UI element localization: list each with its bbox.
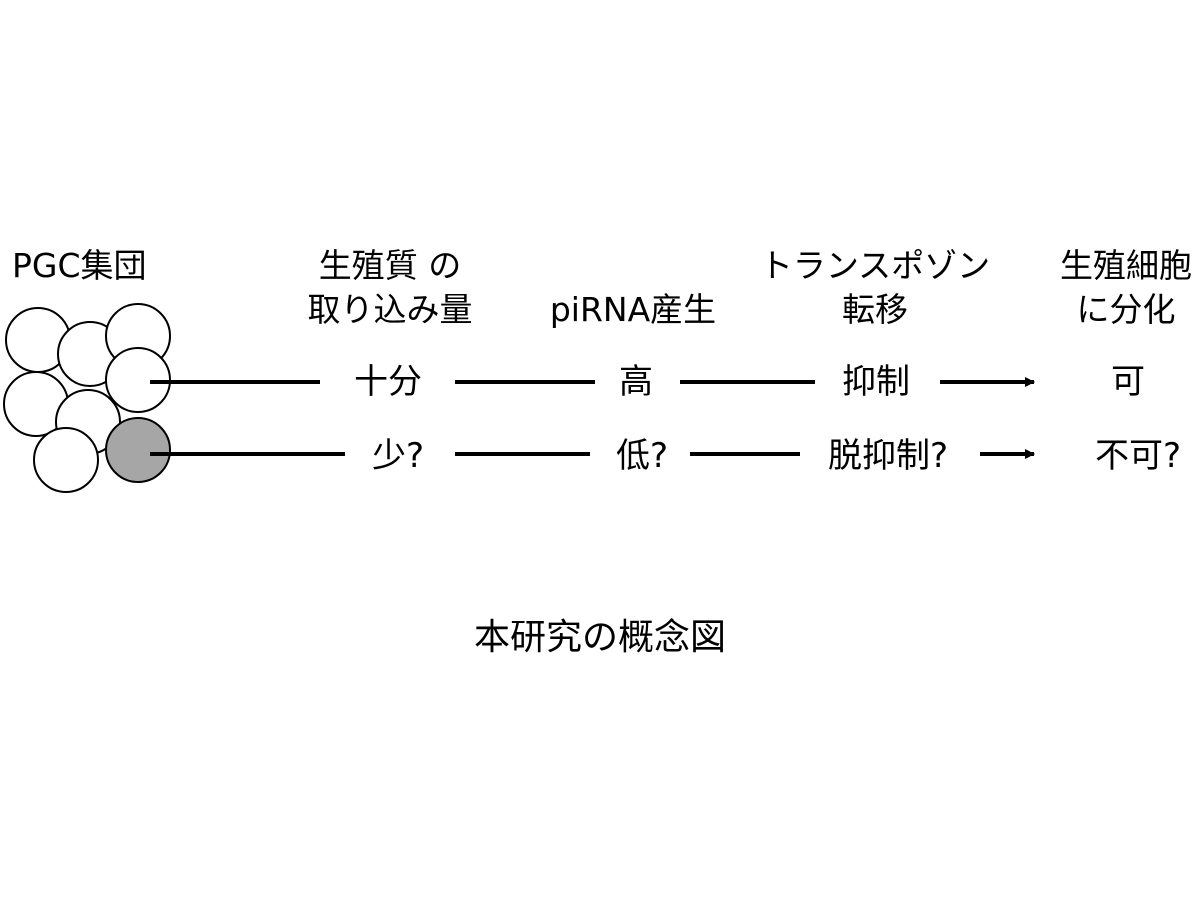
pgc-cell-highlighted [105,417,171,483]
header-pirna: piRNA産生 [549,290,717,329]
header-differentiation-line2: に分化 [1076,290,1176,329]
row-2-pirna: 低? [609,436,675,476]
header-uptake-line2: 取り込み量 [307,290,473,329]
pgc-cell-cluster [3,303,171,493]
row-1-transposon: 抑制 [836,362,916,402]
header-transposon-line2: 転移 [842,290,908,329]
row-1-uptake: 十分 [348,362,428,402]
header-uptake-line1: 生殖質 の [318,246,462,285]
header-transposon-line1: トランスポゾン [759,246,991,285]
diagram-caption: 本研究の概念図 [473,617,727,658]
row-2-transposon: 脱抑制? [821,436,955,476]
pgc-cell [33,427,99,493]
row-2-uptake: 少? [365,436,431,476]
row-1-pirna: 高 [613,362,659,402]
row-2-differentiation: 不可? [1088,436,1188,476]
row-1-differentiation: 可 [1105,362,1151,402]
header-differentiation-line1: 生殖細胞 [1060,246,1192,285]
header-pgc: PGC集団 [12,246,147,285]
